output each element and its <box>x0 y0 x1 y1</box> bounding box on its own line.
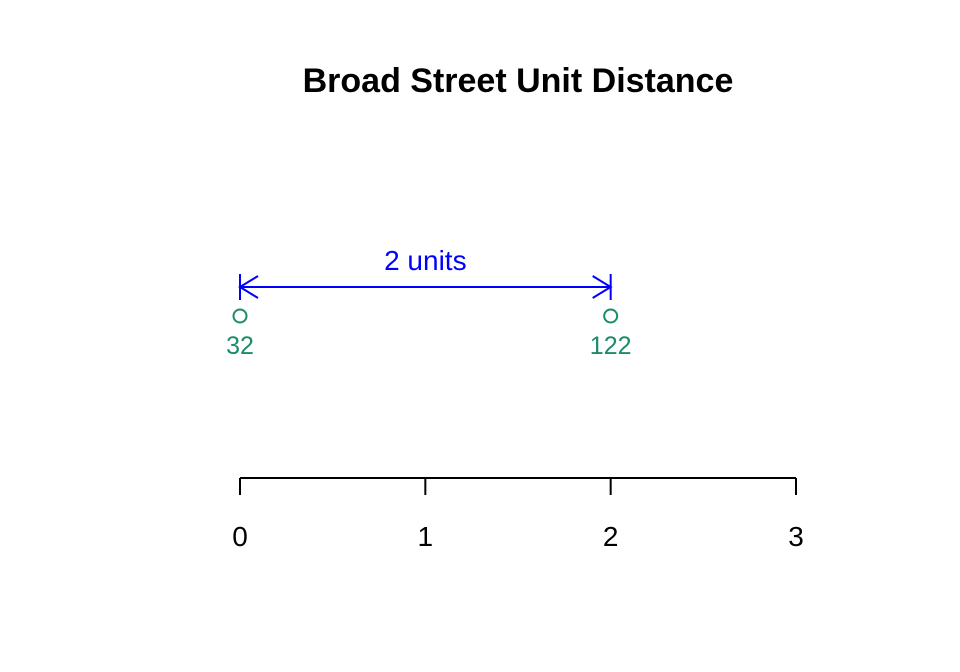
x-tick-label: 0 <box>232 521 248 552</box>
data-point <box>603 308 619 324</box>
data-points: 32 122 <box>226 308 632 360</box>
x-tick-label: 2 <box>603 521 619 552</box>
distance-label: 2 units <box>384 245 467 276</box>
chart-title: Broad Street Unit Distance <box>303 62 734 100</box>
arrow-head-left <box>238 275 259 299</box>
data-point-label: 32 <box>226 332 254 360</box>
distance-annotation: 2 units <box>238 245 613 300</box>
arrow-head-right <box>592 275 613 299</box>
data-point <box>232 308 248 324</box>
data-point-label: 122 <box>590 332 632 360</box>
x-axis: 0 1 2 3 <box>232 477 804 552</box>
x-tick-label: 3 <box>788 521 804 552</box>
x-tick-label: 1 <box>418 521 434 552</box>
